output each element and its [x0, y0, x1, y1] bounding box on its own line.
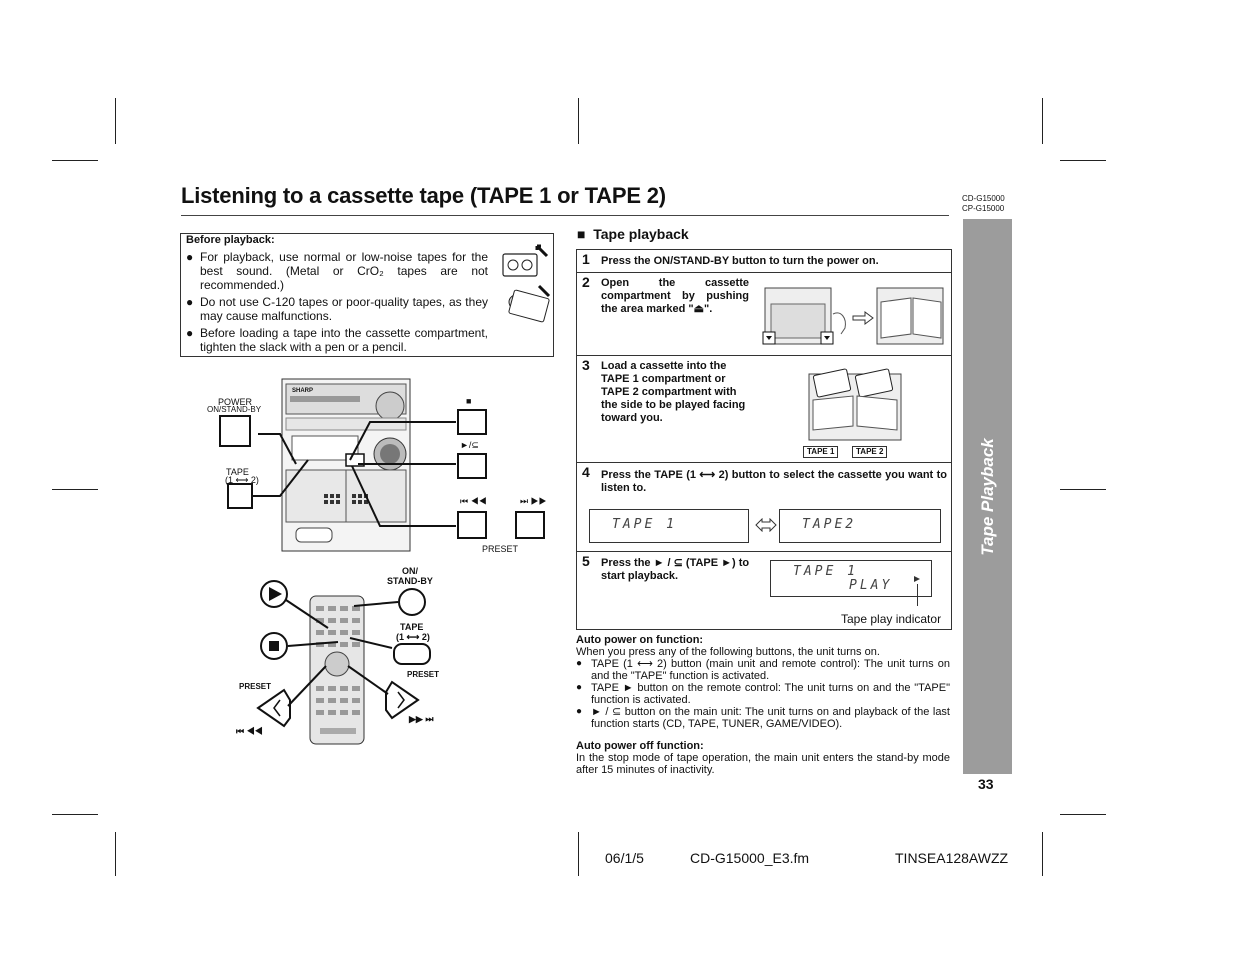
step-text: Load a cassette into the TAPE 1 compartm…: [601, 360, 746, 424]
list-item: ► / ⊆ button on the main unit: The unit …: [576, 706, 950, 730]
crop-mark: [1042, 832, 1043, 876]
list-item-text: For playback, use normal or low-noise ta…: [200, 250, 488, 292]
crop-mark: [52, 814, 98, 815]
auto-off-text: In the stop mode of tape operation, the …: [576, 752, 950, 776]
crop-mark: [52, 160, 98, 161]
model-number: CD-G15000: [962, 194, 1005, 203]
auto-on-heading: Auto power on function:: [576, 634, 704, 646]
display-tape2: TAPE2: [779, 509, 941, 543]
footer-file: CD-G15000_E3.fm: [690, 850, 810, 866]
open-compartment-illustration: [762, 287, 944, 345]
remote-standby-label: STAND-BY: [387, 576, 433, 586]
crop-mark: [578, 98, 579, 144]
step-number: 5: [582, 553, 590, 569]
list-item-text: Before loading a tape into the cassette …: [200, 326, 488, 354]
step-number: 1: [582, 251, 590, 267]
tape-sub-label: (1 ⟷ 2): [225, 475, 259, 485]
remote-rewind-label: ⏮ ◀◀: [236, 726, 263, 736]
display-line2: PLAY: [849, 578, 893, 593]
list-item: TAPE (1 ⟷ 2) button (main unit and remot…: [576, 658, 950, 682]
on-standby-label: ON/STAND-BY: [207, 405, 262, 414]
stop-label: ■: [466, 396, 472, 406]
list-item: TAPE ► button on the remote control: The…: [576, 682, 950, 706]
page-number: 33: [978, 776, 994, 792]
section-sidebar: Tape Playback: [963, 219, 1012, 774]
remote-tape-sub-label: (1 ⟷ 2): [396, 632, 430, 642]
display-tape-play: TAPE 1 PLAY: [770, 560, 932, 597]
play-label: ►/⊆: [460, 440, 479, 450]
power-label: POWER: [218, 397, 253, 407]
crop-mark: [1060, 489, 1106, 490]
cassette-illustration: [502, 244, 551, 323]
tape2-tag: TAPE 2: [852, 446, 888, 458]
footer-date: 06/1/5: [605, 850, 644, 866]
auto-off-heading: Auto power off function:: [576, 740, 704, 752]
display-tape1: TAPE 1: [589, 509, 749, 543]
fast-forward-label: ⏭ ▶▶: [520, 496, 547, 506]
rewind-label: ⏮ ◀◀: [460, 496, 487, 506]
step-number: 4: [582, 464, 590, 480]
page-title: Listening to a cassette tape (TAPE 1 or …: [181, 183, 666, 208]
remote-preset-left-label: PRESET: [239, 682, 272, 691]
main-unit-figure: [219, 378, 545, 552]
crop-mark: [1042, 98, 1043, 144]
crop-mark: [578, 832, 579, 876]
footer-code: TINSEA128AWZZ: [895, 850, 1009, 866]
step-divider: [577, 355, 951, 356]
crop-mark: [115, 832, 116, 876]
step-divider: [577, 551, 951, 552]
indicator-leader-line: [917, 584, 918, 606]
tape-label: TAPE: [226, 467, 249, 477]
model-numbers: CD-G15000 CP-G15000: [962, 194, 1005, 214]
auto-power-off: Auto power off function: In the stop mod…: [576, 740, 950, 776]
double-arrow-icon: [755, 518, 777, 532]
crop-mark: [1060, 160, 1106, 161]
tape-playback-heading-text: Tape playback: [593, 226, 689, 242]
play-indicator-icon: [914, 576, 920, 582]
step-divider: [577, 462, 951, 463]
title-rule: [181, 215, 949, 216]
crop-mark: [52, 489, 98, 490]
load-cassette-illustration: [808, 368, 902, 441]
remote-figure: [256, 580, 431, 745]
step-text: Press the ON/STAND-BY button to turn the…: [601, 255, 879, 267]
before-heading: Before playback:: [186, 234, 275, 246]
auto-power-on: Auto power on function: When you press a…: [576, 634, 950, 730]
crop-mark: [1060, 814, 1106, 815]
step-text: Open the cassette compartment by pushing…: [601, 277, 749, 315]
sidebar-label: Tape Playback: [977, 438, 997, 556]
before-playback-box: Before playback: ●For playback, use norm…: [180, 233, 554, 357]
remote-tape-label: TAPE: [400, 622, 424, 632]
step-number: 3: [582, 357, 590, 373]
remote-ff-label: ▶▶ ⏭: [409, 714, 434, 724]
step-number: 2: [582, 274, 590, 290]
step-divider: [577, 272, 951, 273]
preset-label: PRESET: [482, 544, 519, 554]
steps-box: 1 Press the ON/STAND-BY button to turn t…: [576, 249, 952, 630]
tape1-tag: TAPE 1: [803, 446, 839, 458]
display-line1: TAPE 1: [793, 564, 858, 579]
auto-on-intro: When you press any of the following butt…: [576, 646, 880, 658]
step-text: Press the TAPE (1 ⟷ 2) button to select …: [601, 469, 947, 494]
remote-on-label: ON/: [402, 566, 419, 576]
brand-logo: SHARP: [292, 388, 314, 394]
model-number: CP-G15000: [962, 204, 1005, 213]
tape-play-indicator-label: Tape play indicator: [841, 612, 942, 626]
tape-playback-heading: ■ Tape playback: [577, 226, 689, 242]
remote-preset-right-label: PRESET: [407, 670, 440, 679]
crop-mark: [115, 98, 116, 144]
step-text: Press the ► / ⊆ (TAPE ►) to start playba…: [601, 557, 750, 582]
list-item-text: Do not use C-120 tapes or poor-quality t…: [200, 295, 488, 323]
